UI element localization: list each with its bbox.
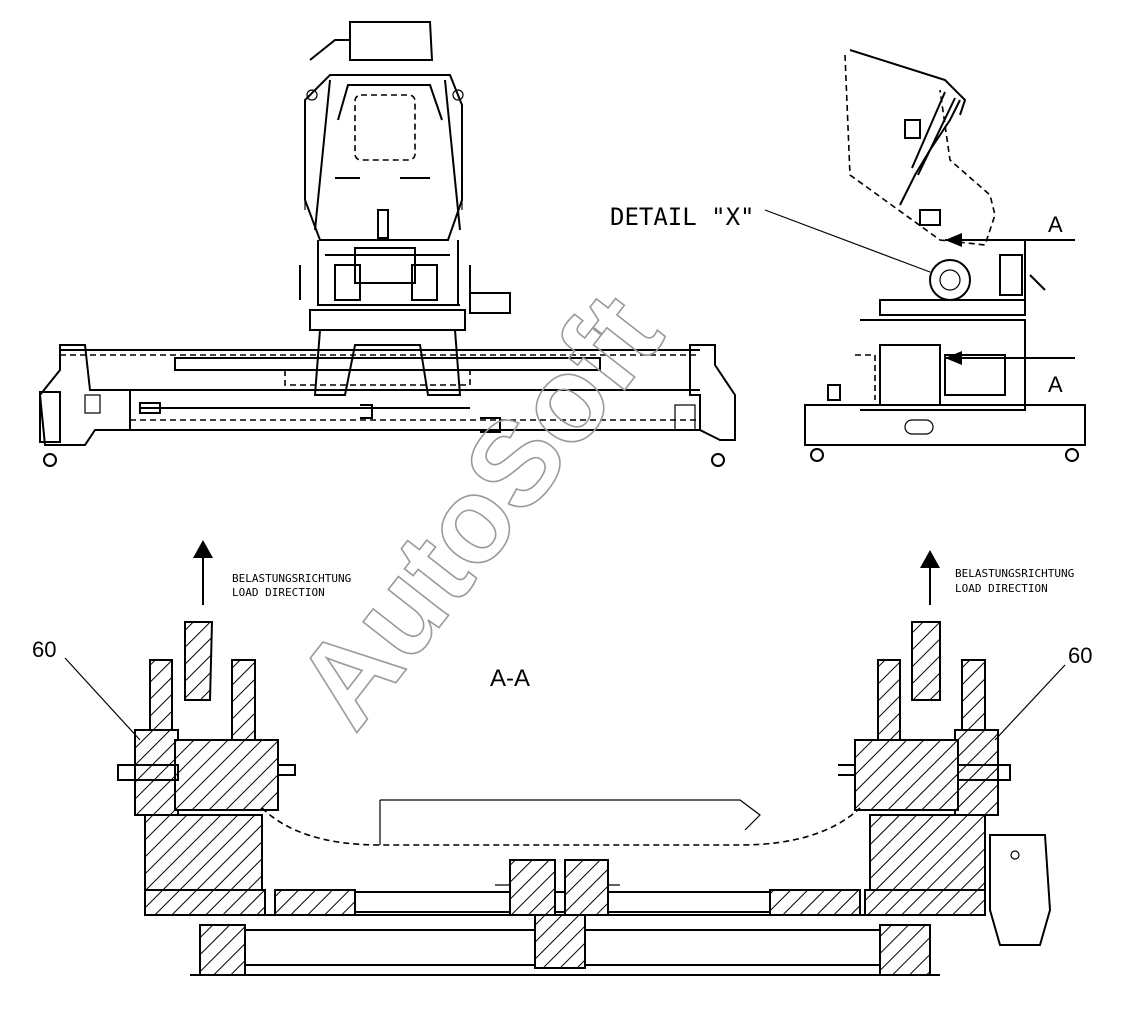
load-direction-de-right: BELASTUNGSRICHTUNG bbox=[955, 567, 1074, 580]
section-a-a bbox=[64, 621, 1066, 976]
load-direction-en-left: LOAD DIRECTION bbox=[232, 586, 325, 599]
side-view bbox=[764, 49, 1086, 462]
load-arrow-left bbox=[193, 540, 213, 605]
load-arrow-right bbox=[920, 550, 940, 605]
section-mark-top: A bbox=[1048, 212, 1063, 237]
front-view bbox=[38, 21, 736, 467]
watermark: AutoSoft bbox=[270, 269, 687, 751]
load-direction-de-left: BELASTUNGSRICHTUNG bbox=[232, 572, 351, 585]
section-mark-bottom: A bbox=[1048, 372, 1063, 397]
detail-label: DETAIL "X" bbox=[610, 203, 755, 231]
part-number-right: 60 bbox=[1068, 643, 1092, 668]
section-view-title: A-A bbox=[490, 665, 530, 692]
load-direction-en-right: LOAD DIRECTION bbox=[955, 582, 1048, 595]
part-number-left: 60 bbox=[32, 637, 56, 662]
